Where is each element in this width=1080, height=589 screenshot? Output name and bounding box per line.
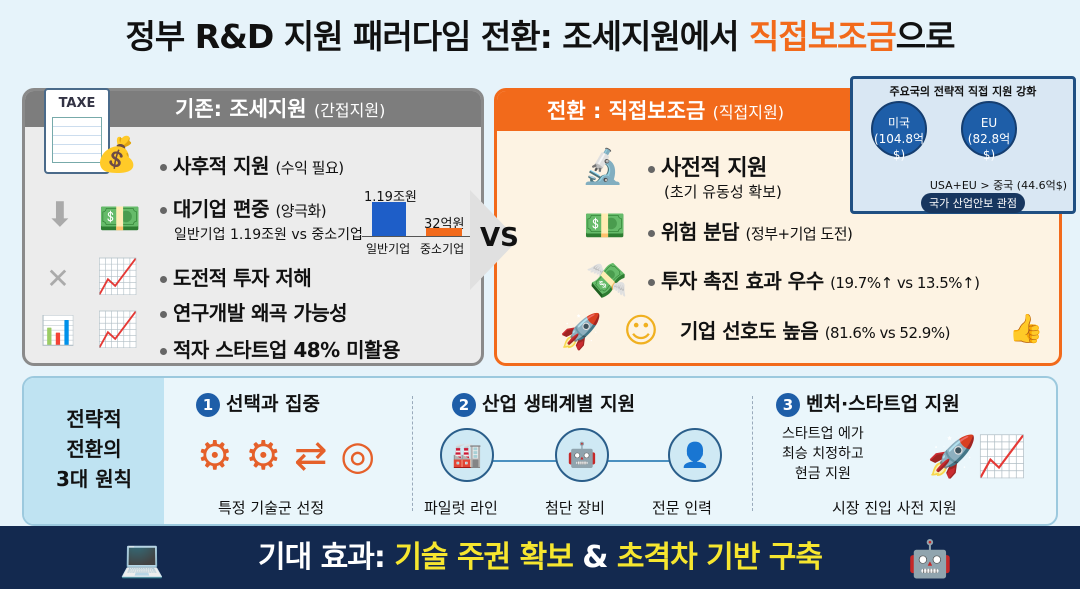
bar-label-2: 중소기업 (420, 242, 465, 256)
left-item-2-detail: 일반기업 1.19조원 vs 중소기업 (174, 227, 363, 243)
gears-target-icon: ⚙ ⚙ ⇄ ◎ (196, 433, 376, 479)
right-item-2: 위험 분담 (정부+기업 도전) (648, 216, 853, 245)
right-item-3: 투자 촉진 효과 우수 (19.7%↑ vs 13.5%↑) (648, 265, 980, 294)
inset-compare: USA+EU > 중국 (44.6억$) (929, 179, 1067, 192)
pilot-line-icon: 🏭 (440, 428, 494, 482)
vs-arrow (470, 190, 518, 290)
blocked-icon: ✕ (46, 261, 70, 295)
expected-effect-banner: 기대 효과: 기술 주권 확보 & 초격차 기반 구축 (0, 526, 1080, 589)
left-item-4: 연구개발 왜곡 가능성 (160, 297, 348, 326)
chart-baseline (362, 236, 470, 237)
bar-general-company (372, 202, 406, 236)
money-bag-icon: 💰 (95, 135, 139, 175)
laptop-code-icon: 💻 (119, 539, 165, 580)
cash-stack-icon: 💵 (98, 199, 142, 239)
gray-chart-icon: 📊 (40, 313, 76, 347)
inset-badge: 국가 산업안보 관점 (921, 193, 1025, 213)
cash-flow-icon: 💵 (583, 206, 627, 246)
principle-2-label-3: 전문 인력 (652, 499, 712, 517)
inset-title: 주요국의 전략적 직접 지원 강화 (889, 85, 1037, 98)
global-support-inset: 주요국의 전략적 직접 지원 강화 미국(104.8억$) EU(82.8억$)… (850, 76, 1076, 214)
growth-coin-icon: 📈 (96, 310, 140, 350)
left-item-1: 사후적 지원 (수익 필요) (160, 150, 344, 179)
bar-sme (426, 228, 462, 236)
divider (412, 396, 413, 511)
us-circle: 미국(104.8억$) (871, 101, 927, 162)
vs-label: VS (480, 223, 519, 253)
expert-icon: 👤 (668, 428, 722, 482)
left-item-5: 적자 스타트업 48% 미활용 (160, 334, 400, 363)
rocket-growth-icon: 🚀📈 (927, 433, 1027, 480)
page-title: 정부 R&D 지원 패러다임 전환: 조세지원에서 직접보조금으로 (125, 17, 955, 56)
tax-document-icon: TAXE (44, 88, 110, 174)
smile-icon: ☺ (623, 311, 659, 351)
principle-2-label-1: 파일럿 라인 (424, 499, 498, 517)
robot-icon: 🤖 (907, 539, 953, 580)
right-item-1: 사전적 지원 (648, 150, 767, 182)
bar-value-1: 1.19조원 (364, 190, 417, 205)
right-item-1-sub: (초기 유동성 확보) (664, 183, 782, 201)
principle-1-label: 특정 기술군 선정 (218, 499, 325, 517)
direct-subsidy-panel: 전환 : 직접보조금 (직접지원) (494, 88, 1062, 366)
principle-2-label-2: 첨단 장비 (545, 499, 605, 517)
left-item-3: 도전적 투자 저해 (160, 262, 312, 291)
left-item-2: 대기업 편중 (양극화) (160, 193, 327, 222)
divider (752, 396, 753, 511)
investment-cash-icon: 💸 (585, 261, 629, 301)
lab-factory-icon: 🔬 (581, 147, 625, 187)
bar-label-1: 일반기업 (366, 242, 411, 256)
rising-chart-icon: 📈 (96, 257, 140, 297)
equipment-icon: 🤖 (555, 428, 609, 482)
down-arrow-icon: ⬇ (45, 195, 75, 235)
thumbs-up-icon: 👍 (1008, 311, 1044, 345)
right-item-4: 기업 선호도 높음 (81.6% vs 52.9%) (680, 319, 950, 343)
rocket-shield-icon: 🚀 (559, 312, 603, 352)
principle-3-label: 시장 진입 사전 지원 (832, 499, 957, 517)
eu-circle: EU(82.8억$) (961, 101, 1017, 162)
